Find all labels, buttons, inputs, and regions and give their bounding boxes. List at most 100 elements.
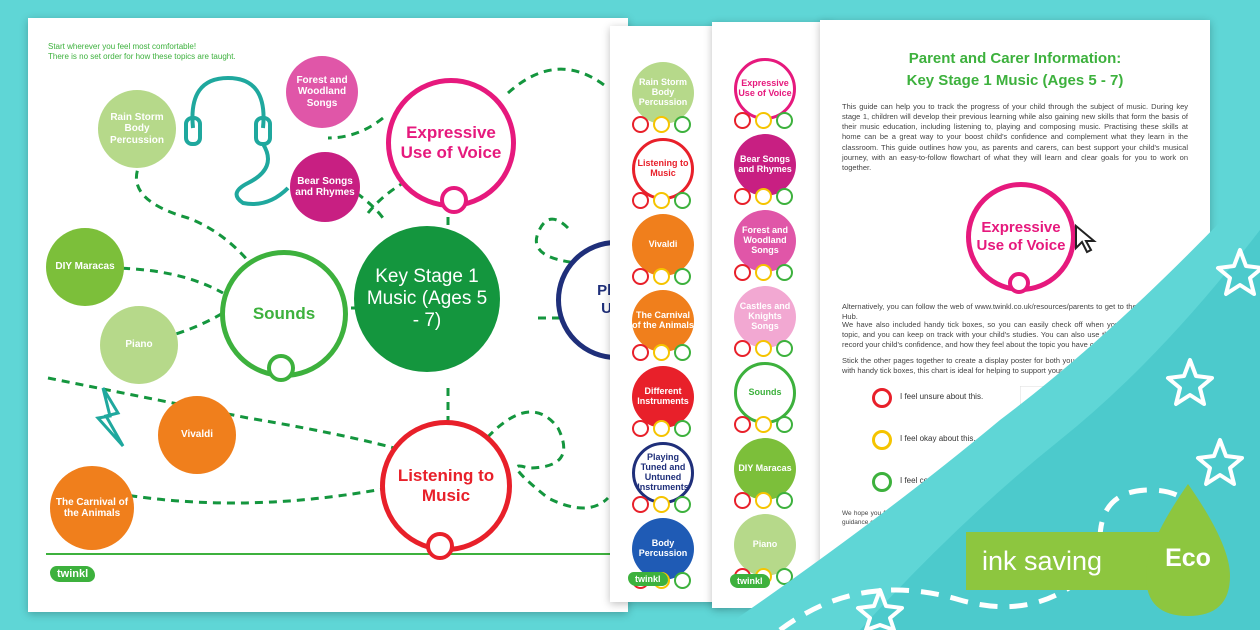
bubble-vivaldi[interactable]: Vivaldi bbox=[158, 396, 236, 474]
tick-box[interactable] bbox=[734, 188, 751, 205]
tick-box[interactable] bbox=[776, 416, 793, 433]
bubble-bear-songs[interactable]: Bear Songs and Rhymes bbox=[290, 152, 360, 222]
tick-box[interactable] bbox=[632, 344, 649, 361]
bubble-diy-maracas[interactable]: DIY Maracas bbox=[46, 228, 124, 306]
tick-box[interactable] bbox=[734, 340, 751, 357]
tick-box[interactable] bbox=[674, 496, 691, 513]
info-stick-text: Stick the other pages together to create… bbox=[842, 356, 1188, 376]
tick-box[interactable] bbox=[776, 568, 793, 585]
tick-box[interactable] bbox=[734, 112, 751, 129]
tracker-item[interactable]: Rain Storm Body Percussion bbox=[632, 62, 694, 124]
tick-box[interactable] bbox=[653, 496, 670, 513]
tick-box[interactable] bbox=[632, 192, 649, 209]
info-topic-knob bbox=[1008, 272, 1030, 294]
traffic-light-ticks[interactable] bbox=[632, 344, 691, 361]
twinkl-logo: twinkl bbox=[50, 566, 96, 582]
tracker-item[interactable]: Forest and Woodland Songs bbox=[734, 210, 796, 272]
note-line-2: There is no set order for how these topi… bbox=[48, 52, 236, 62]
cursor-icon bbox=[1075, 224, 1097, 254]
tick-box[interactable] bbox=[776, 340, 793, 357]
tick-box[interactable] bbox=[632, 420, 649, 437]
topic-listening-knob bbox=[426, 532, 454, 560]
traffic-light-ticks[interactable] bbox=[632, 116, 691, 133]
tracker-item[interactable]: Bear Songs and Rhymes bbox=[734, 134, 796, 196]
tracker-item[interactable]: Different Instruments bbox=[632, 366, 694, 428]
tick-box[interactable] bbox=[755, 340, 772, 357]
tick-box[interactable] bbox=[755, 264, 772, 281]
tracker-item[interactable]: Castles and Knights Songs bbox=[734, 286, 796, 348]
traffic-light-ticks[interactable] bbox=[734, 492, 793, 509]
legend-circle bbox=[872, 388, 892, 408]
tick-box[interactable] bbox=[674, 572, 691, 589]
tracker-item[interactable]: Vivaldi bbox=[632, 214, 694, 276]
traffic-light-ticks[interactable] bbox=[632, 496, 691, 513]
tick-box[interactable] bbox=[674, 116, 691, 133]
tick-box[interactable] bbox=[632, 116, 649, 133]
tick-box[interactable] bbox=[776, 492, 793, 509]
tick-box[interactable] bbox=[755, 112, 772, 129]
traffic-light-ticks[interactable] bbox=[734, 264, 793, 281]
legend-circle bbox=[872, 472, 892, 492]
tick-box[interactable] bbox=[776, 188, 793, 205]
traffic-light-ticks[interactable] bbox=[734, 188, 793, 205]
tick-box[interactable] bbox=[755, 492, 772, 509]
tick-box[interactable] bbox=[755, 188, 772, 205]
bubble-piano[interactable]: Piano bbox=[100, 306, 178, 384]
traffic-light-ticks[interactable] bbox=[734, 416, 793, 433]
tick-box[interactable] bbox=[653, 344, 670, 361]
tracker-item[interactable]: DIY Maracas bbox=[734, 438, 796, 500]
legend-label: I feel unsure about this. bbox=[900, 392, 984, 401]
legend-circle bbox=[872, 430, 892, 450]
traffic-light-ticks[interactable] bbox=[632, 268, 691, 285]
tick-box[interactable] bbox=[632, 268, 649, 285]
tracker-item[interactable]: The Carnival of the Animals bbox=[632, 290, 694, 352]
tracker-item[interactable]: Sounds bbox=[734, 362, 796, 424]
bubble-carnival[interactable]: The Carnival of the Animals bbox=[50, 466, 134, 550]
tick-box[interactable] bbox=[755, 416, 772, 433]
note-line-1: Start wherever you feel most comfortable… bbox=[48, 42, 197, 51]
tick-box[interactable] bbox=[632, 496, 649, 513]
traffic-light-ticks[interactable] bbox=[632, 420, 691, 437]
tick-box[interactable] bbox=[734, 416, 751, 433]
tick-box[interactable] bbox=[653, 116, 670, 133]
tick-box[interactable] bbox=[734, 492, 751, 509]
traffic-light-ticks[interactable] bbox=[632, 192, 691, 209]
tracker-item[interactable]: Playing Tuned and Untuned Instruments bbox=[632, 442, 694, 504]
tick-box[interactable] bbox=[653, 192, 670, 209]
tracker-item[interactable]: Body Percussion bbox=[632, 518, 694, 580]
ink-saving-label: ink saving bbox=[982, 545, 1103, 576]
twinkl-logo: twinkl bbox=[730, 574, 770, 588]
tracker-item[interactable]: Expressive Use of Voice bbox=[734, 58, 796, 120]
topic-expressive-knob bbox=[440, 186, 468, 214]
poster-page: Start wherever you feel most comfortable… bbox=[28, 18, 628, 612]
legend-label: I feel okay about this. bbox=[900, 434, 976, 443]
info-title-line-1: Parent and Carer Information: bbox=[908, 50, 1122, 67]
traffic-light-ticks[interactable] bbox=[734, 340, 793, 357]
tick-box[interactable] bbox=[776, 264, 793, 281]
topic-listening[interactable]: Listening to Music bbox=[380, 420, 512, 552]
legend-label: I feel confident about this! bbox=[900, 476, 992, 485]
tick-box[interactable] bbox=[674, 192, 691, 209]
tracker-item[interactable]: Piano bbox=[734, 514, 796, 576]
info-title-line-2: Key Stage 1 Music (Ages 5 - 7) bbox=[906, 71, 1124, 89]
tick-box[interactable] bbox=[776, 112, 793, 129]
tracker-item[interactable]: Listening to Music bbox=[632, 138, 694, 200]
tick-box[interactable] bbox=[734, 264, 751, 281]
lightning-icon bbox=[95, 387, 125, 447]
tick-box[interactable] bbox=[674, 268, 691, 285]
tick-box[interactable] bbox=[653, 268, 670, 285]
traffic-light-ticks[interactable] bbox=[734, 112, 793, 129]
topic-sounds-knob bbox=[267, 354, 295, 382]
bubble-forest-songs[interactable]: Forest and Woodland Songs bbox=[286, 56, 358, 128]
tick-box[interactable] bbox=[674, 420, 691, 437]
tick-box[interactable] bbox=[674, 344, 691, 361]
star-icon bbox=[1216, 248, 1260, 296]
headphones-icon bbox=[190, 75, 266, 129]
tick-box[interactable] bbox=[653, 420, 670, 437]
star-icon bbox=[856, 588, 904, 630]
eco-label: Eco bbox=[1165, 544, 1211, 572]
poster-note: Start wherever you feel most comfortable… bbox=[48, 42, 236, 63]
bubble-rain-storm[interactable]: Rain Storm Body Percussion bbox=[98, 90, 176, 168]
